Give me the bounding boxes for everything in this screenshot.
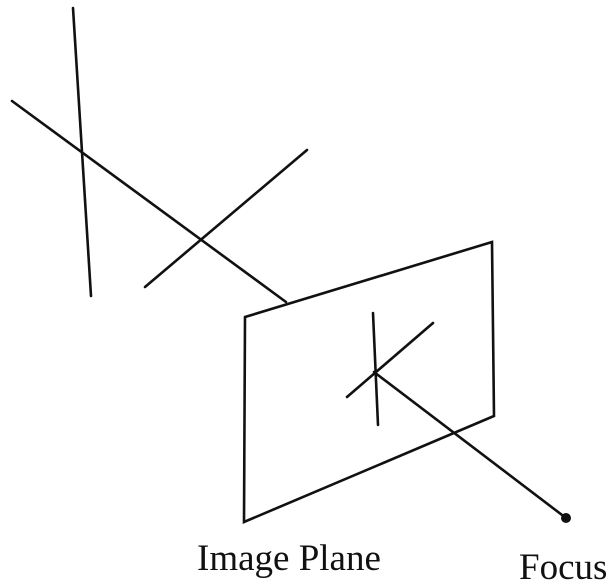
object-shape	[71, 6, 309, 298]
object-diagonal-stroke	[143, 148, 309, 289]
projected-diagonal-stroke	[345, 321, 435, 399]
projection-ray-inner	[372, 370, 568, 520]
focus-label: Focus	[519, 547, 608, 588]
image-plane-label: Image Plane	[197, 538, 381, 579]
projected-shape	[345, 311, 435, 427]
focus-point	[561, 513, 571, 523]
projected-vertical-stroke	[371, 311, 380, 427]
image-plane	[242, 240, 496, 524]
projection-ray-outer	[10, 99, 288, 304]
